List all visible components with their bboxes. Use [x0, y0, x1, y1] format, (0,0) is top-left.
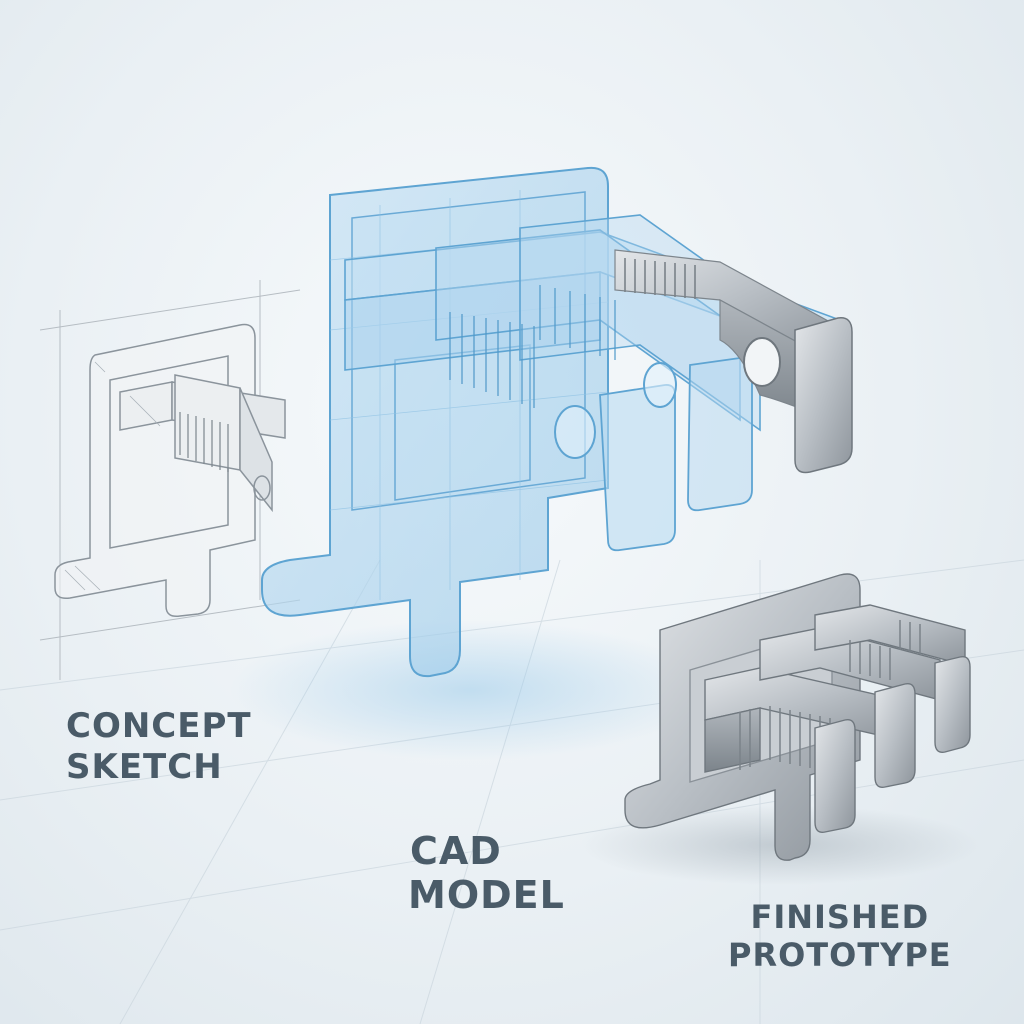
stage-label-line: CAD — [410, 829, 502, 873]
finished-prototype-illustration — [624, 573, 971, 861]
cad-model-illustration — [261, 166, 853, 678]
cad-floor-glow — [230, 620, 710, 760]
stage-label-cad-model: CAD MODEL — [408, 829, 565, 917]
concept-sketch-illustration — [39, 280, 301, 680]
stage-label-finished-prototype: FINISHED PROTOTYPE — [728, 898, 952, 975]
stage-label-line: MODEL — [408, 872, 565, 917]
stage-label-line: SKETCH — [66, 746, 223, 787]
stage-label-concept-sketch: CONCEPT SKETCH — [66, 706, 252, 788]
stage-label-line: PROTOTYPE — [728, 936, 952, 975]
stage-label-line: FINISHED — [750, 898, 930, 936]
stage-label-line: CONCEPT — [66, 706, 252, 746]
